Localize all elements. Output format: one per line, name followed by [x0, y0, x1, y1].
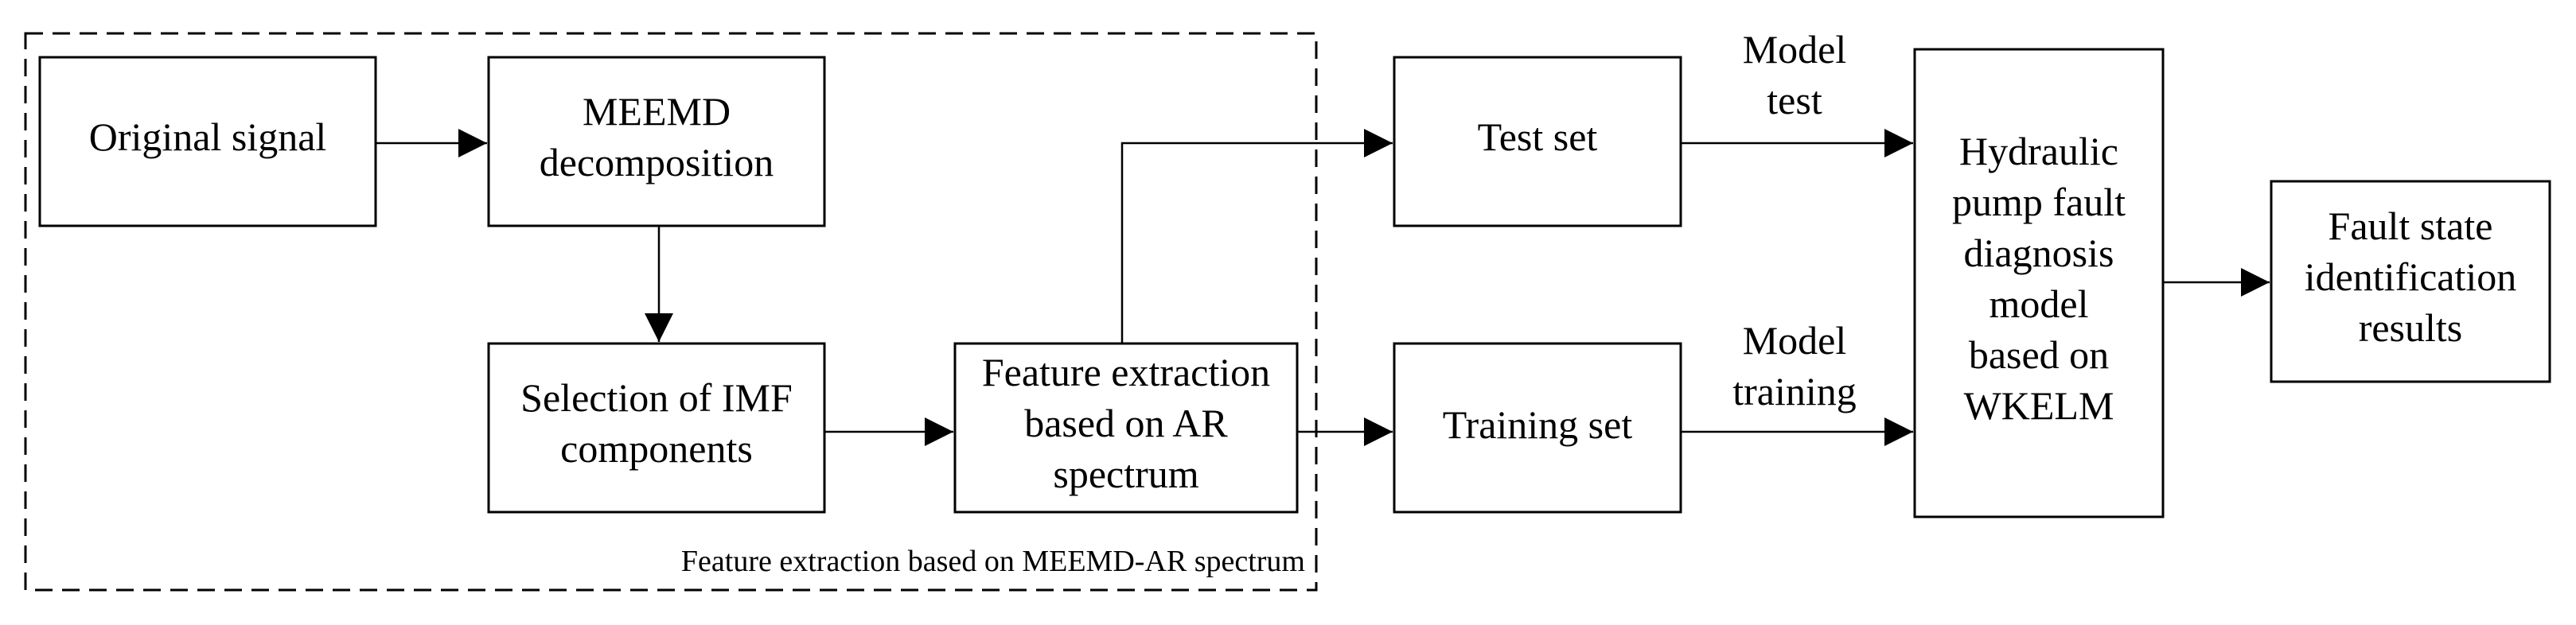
label-imf: Selection of IMF components	[520, 375, 793, 471]
feature-extraction-group	[24, 32, 1318, 592]
edge-label-model-test: Model test	[1743, 27, 1847, 122]
label-line: identification	[2305, 254, 2517, 299]
box-feature	[953, 342, 1299, 514]
label-line: Hydraulic	[1959, 129, 2118, 173]
label-original-signal: Original signal	[89, 115, 327, 159]
label-line: based on AR	[1024, 401, 1228, 445]
label-line: model	[1989, 281, 2089, 326]
label-line: results	[2359, 305, 2463, 350]
box-training-set	[1393, 342, 1682, 514]
label-line: components	[560, 426, 753, 471]
label-model: Hydraulic pump fault diagnosis model based o…	[1952, 129, 2126, 428]
label-result: Fault state identification results	[2305, 204, 2517, 350]
edge-label-model-training: Model training	[1732, 318, 1857, 413]
box-meemd	[487, 56, 826, 227]
label-line: Model	[1743, 27, 1847, 72]
label-line: WKELM	[1964, 383, 2114, 428]
label-line: Feature extraction	[982, 350, 1270, 394]
label-meemd: MEEMD decomposition	[540, 89, 774, 184]
box-imf	[487, 342, 826, 514]
label-line: training	[1732, 369, 1857, 413]
label-feature: Feature extraction based on AR spectrum	[982, 350, 1270, 496]
box-result	[2270, 180, 2551, 383]
edge-feature-to-test	[1120, 129, 1393, 344]
label-training-set: Training set	[1443, 402, 1633, 447]
label-line: Fault state	[2329, 204, 2493, 248]
label-test-set: Test set	[1478, 115, 1598, 159]
label-line: based on	[1969, 332, 2109, 377]
connectors	[376, 129, 2270, 446]
label-line: Model	[1743, 318, 1847, 363]
label-line: decomposition	[540, 140, 774, 184]
box-original-signal	[38, 56, 377, 227]
box-model	[1913, 48, 2165, 518]
group-caption: Feature extraction based on MEEMD-AR spe…	[681, 545, 1305, 578]
label-line: diagnosis	[1964, 231, 2114, 275]
label-line: Test set	[1478, 115, 1598, 159]
label-line: spectrum	[1053, 452, 1198, 496]
label-line: MEEMD	[583, 89, 731, 134]
label-line: test	[1767, 78, 1822, 122]
label-line: Selection of IMF	[520, 375, 793, 420]
box-test-set	[1393, 56, 1682, 227]
label-line: Training set	[1443, 402, 1633, 447]
label-line: pump fault	[1952, 180, 2126, 224]
label-line: Original signal	[89, 115, 327, 159]
